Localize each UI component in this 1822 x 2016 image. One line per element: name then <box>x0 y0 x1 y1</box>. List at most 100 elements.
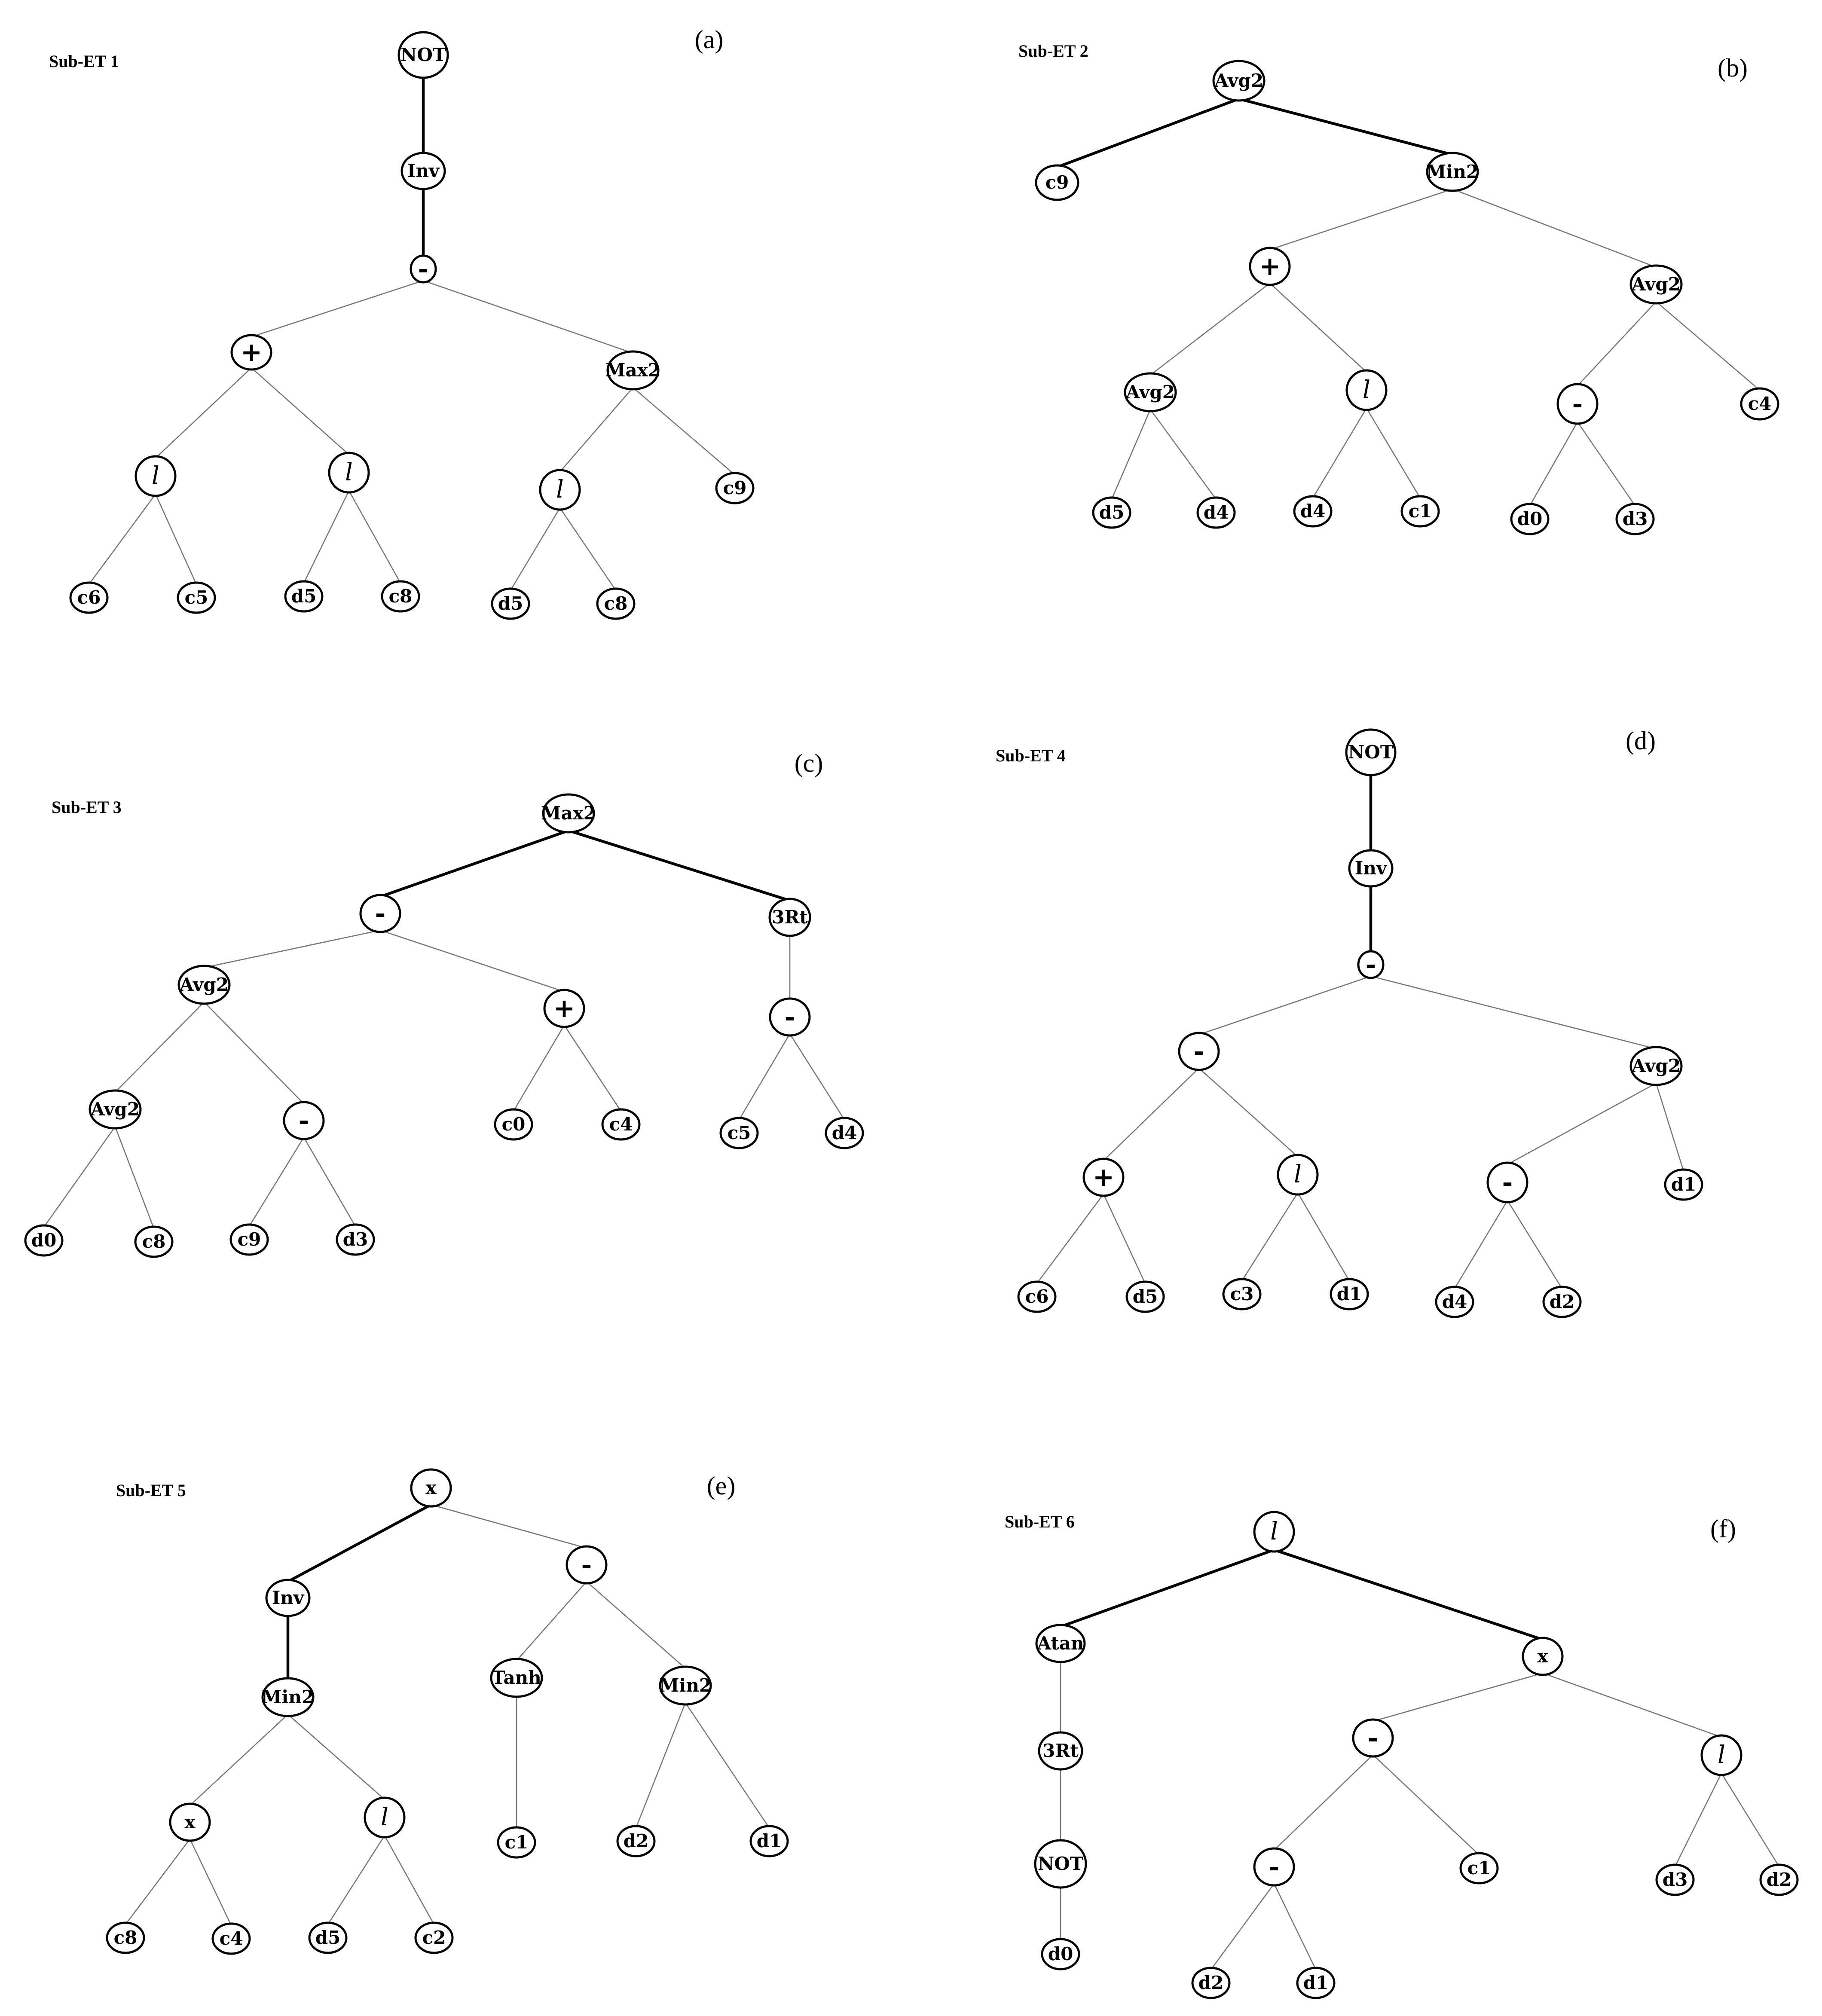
edge-d-avg2-d1a <box>1655 1083 1684 1172</box>
node-ellipse <box>1400 495 1440 528</box>
node-label: 3Rt <box>1042 1740 1079 1761</box>
node-label: Inv <box>272 1587 305 1608</box>
edge-e-x2-c8 <box>125 1839 191 1925</box>
node-ellipse <box>229 1223 269 1256</box>
panel-letter-b: (b) <box>1718 54 1748 82</box>
edge-e-min2-x2 <box>190 1714 288 1806</box>
node-label: - <box>1366 950 1376 980</box>
node-ellipse <box>134 1225 174 1258</box>
node-ellipse <box>1293 495 1333 528</box>
node-label: c6 <box>77 587 101 608</box>
node-ellipse <box>265 1579 311 1617</box>
node-label: d2 <box>1767 1869 1792 1890</box>
tree-node-x-e: x <box>410 1468 452 1508</box>
edge-b-plus-l <box>1269 283 1367 373</box>
edge-e-x-minus <box>431 1504 587 1549</box>
tree-node-avg2-b: Avg2 <box>1629 264 1683 305</box>
node-label: - <box>1194 1036 1204 1066</box>
node-label: - <box>785 1002 795 1032</box>
tree-node-l-b: l <box>1345 369 1388 411</box>
panel-title-e: Sub-ET 5 <box>116 1481 186 1500</box>
node-ellipse <box>283 1101 325 1140</box>
tree-node-atan-f: Atan <box>1035 1624 1086 1663</box>
edge-a-minus-plus <box>251 280 424 338</box>
tree-node-c6-d: c6 <box>1017 1280 1057 1313</box>
node-label: - <box>1269 1852 1280 1882</box>
node-ellipse <box>1249 247 1291 286</box>
tree-node-d5-b: d5 <box>1092 496 1131 529</box>
node-label: d5 <box>315 1927 341 1948</box>
tree-node-c8-c: c8 <box>134 1225 174 1258</box>
edge-a-minus-max2 <box>423 280 633 354</box>
node-label: + <box>241 337 262 367</box>
node-label: c4 <box>220 1928 243 1949</box>
node-label: Inv <box>1355 858 1388 879</box>
node-label: Min2 <box>659 1675 712 1696</box>
node-ellipse <box>1082 1158 1125 1197</box>
node-ellipse <box>1655 1863 1695 1896</box>
tree-node--d: + <box>1082 1158 1125 1197</box>
edge-d-minus-avg2 <box>1370 975 1657 1050</box>
edge-e-min2b-d2 <box>635 1702 686 1828</box>
node-ellipse <box>284 580 324 613</box>
node-ellipse <box>719 1117 759 1149</box>
node-label: x <box>425 1477 437 1498</box>
edge-a-l1-c5 <box>155 494 197 585</box>
tree-node-not-a: NOT <box>397 31 449 79</box>
tree-node-d4-c: d4 <box>825 1117 864 1149</box>
tree-node-d4-d: d4 <box>1435 1286 1474 1318</box>
panel-letter-d: (d) <box>1626 727 1656 755</box>
node-label: d5 <box>1099 502 1125 523</box>
node-ellipse <box>1191 1967 1231 1999</box>
node-ellipse <box>69 581 109 614</box>
node-label: d4 <box>1442 1291 1467 1312</box>
node-label: d3 <box>1623 508 1648 529</box>
node-ellipse <box>1459 1852 1499 1885</box>
node-label: Min2 <box>262 1686 314 1707</box>
tree-node-3rt-c: 3Rt <box>768 898 811 937</box>
edge-a-plus-l1 <box>155 367 252 458</box>
edge-d-minus3-d2 <box>1507 1200 1563 1289</box>
node-ellipse <box>715 472 755 504</box>
tree-node-inv-d: Inv <box>1348 849 1394 888</box>
tree-node-d1-d: d1 <box>1664 1168 1703 1201</box>
tree-node-d2-f: d2 <box>1191 1967 1231 1999</box>
tree-node-d3-f: d3 <box>1655 1863 1695 1896</box>
node-ellipse <box>135 455 177 497</box>
edge-e-l-d5 <box>327 1835 385 1925</box>
edge-c-max2-minus <box>379 829 569 898</box>
tree-node-max2-a: Max2 <box>605 350 660 391</box>
tree-node-c9-b: c9 <box>1035 164 1079 201</box>
node-ellipse <box>1092 496 1131 529</box>
node-label: c8 <box>114 1927 138 1948</box>
node-ellipse <box>1034 1839 1087 1889</box>
edge-a-l2-d5a <box>303 490 350 583</box>
node-label: d4 <box>1204 502 1229 523</box>
node-label: l <box>1270 1518 1278 1546</box>
node-ellipse <box>1629 264 1683 305</box>
panel-letter-f: (f) <box>1710 1515 1736 1543</box>
tree-node-d1-d: d1 <box>1330 1278 1369 1310</box>
node-label: c1 <box>505 1832 529 1853</box>
node-label: NOT <box>400 44 446 65</box>
node-ellipse <box>1348 849 1394 888</box>
tree-edges <box>43 76 1780 1970</box>
node-label: + <box>553 993 575 1023</box>
tree-node-min2-b: Min2 <box>1426 152 1479 192</box>
node-label: NOT <box>1038 1853 1083 1874</box>
edge-c-avg2b-c8 <box>114 1126 155 1229</box>
edge-f-minus2-d2b <box>1210 1883 1275 1970</box>
node-label: + <box>1093 1162 1114 1192</box>
node-ellipse <box>261 1677 315 1717</box>
tree-node--c: - <box>359 894 401 933</box>
node-ellipse <box>1486 1161 1529 1203</box>
edge-f-l2-d2a <box>1721 1773 1780 1867</box>
node-label: Min2 <box>1426 161 1479 182</box>
tree-node-min2-e: Min2 <box>261 1677 315 1717</box>
panel-letter-c: (c) <box>795 749 823 777</box>
node-ellipse <box>1522 1637 1564 1676</box>
node-ellipse <box>177 965 231 1005</box>
node-ellipse <box>1542 1286 1582 1318</box>
node-ellipse <box>1740 387 1779 421</box>
